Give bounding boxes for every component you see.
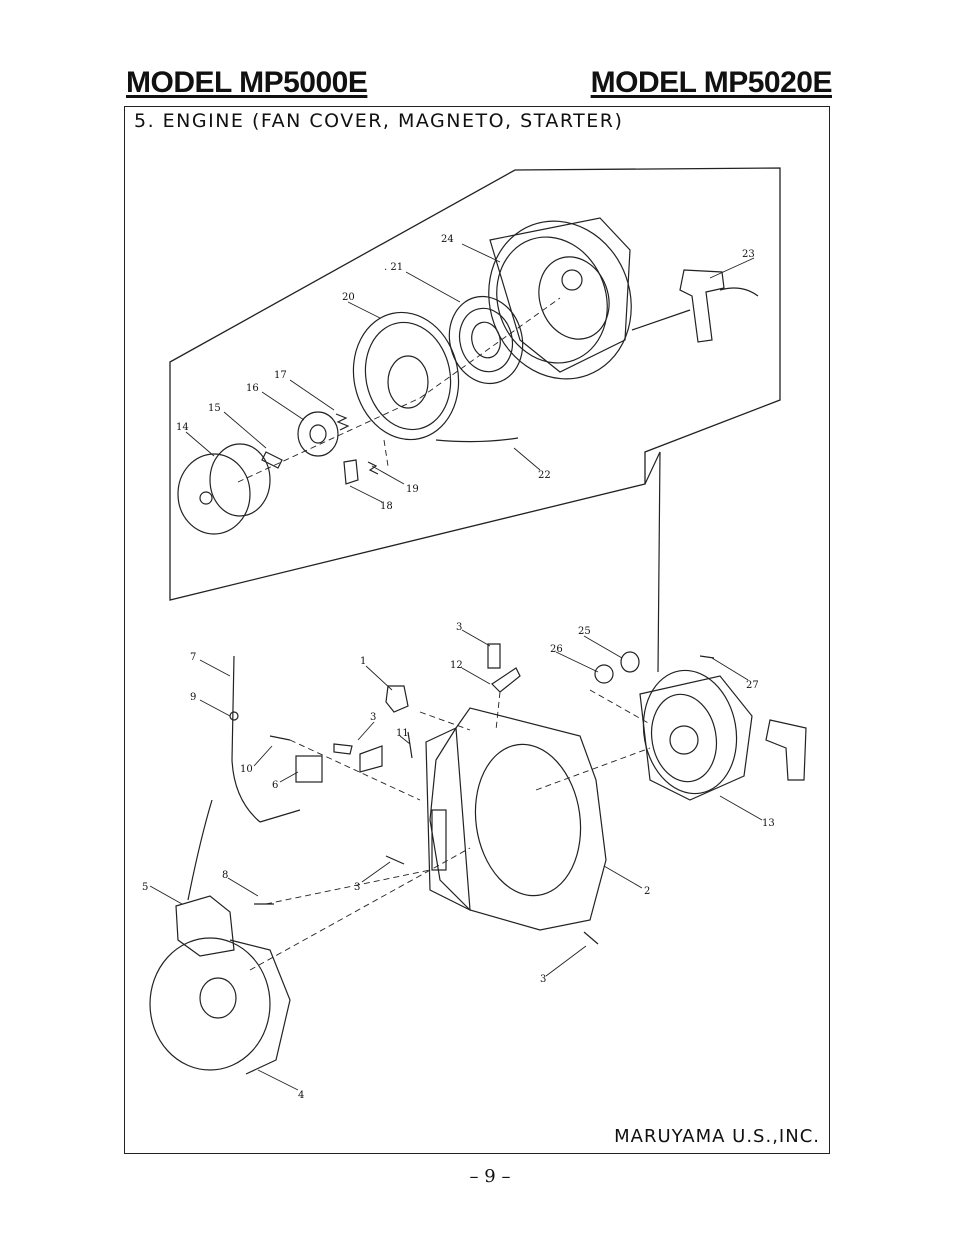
callout-16: 16 — [246, 383, 259, 394]
module-and-wires-6-7-9 — [229, 655, 323, 823]
callout-2: 2 — [644, 886, 650, 897]
callout-13: 13 — [762, 818, 775, 829]
section-title: 5. ENGINE (FAN COVER, MAGNETO, STARTER) — [134, 110, 624, 132]
callout-19: 19 — [406, 484, 419, 495]
bolts-and-washers — [254, 651, 715, 945]
model-title-left: MODEL MP5000E — [126, 66, 368, 99]
callout-20: 20 — [342, 292, 355, 303]
fan-cover-part-2 — [425, 707, 607, 931]
callout-5: 5 — [142, 882, 148, 893]
callout-8: 8 — [222, 870, 228, 881]
alignment-lines — [237, 297, 651, 971]
small-parts-15-17 — [261, 411, 350, 469]
callout-22: 22 — [538, 470, 551, 481]
callout-27: 27 — [746, 680, 759, 691]
callout-17: 17 — [274, 370, 287, 381]
callout-3-left: 3 — [354, 882, 360, 893]
callout-14: 14 — [176, 422, 189, 433]
callout-1: 1 — [360, 656, 366, 667]
diagram-frame — [124, 106, 830, 1154]
starter-handle-part-23 — [631, 269, 759, 343]
callout-18: 18 — [380, 501, 393, 512]
callout-3-top: 3 — [456, 622, 462, 633]
recoil-starter-part-13 — [639, 669, 807, 801]
inset-pointer — [644, 451, 661, 485]
page-number: – 9 – — [469, 1166, 511, 1187]
callout-3-bottom: 3 — [540, 974, 546, 985]
callout-10: 10 — [240, 764, 253, 775]
callout-23: 23 — [742, 249, 755, 260]
callout-25: 25 — [578, 626, 591, 637]
company-name: MARUYAMA U.S.,INC. — [614, 1126, 820, 1147]
flywheel-part-4 — [149, 937, 291, 1075]
starter-inset-panel — [169, 167, 781, 601]
callout-11: 11 — [396, 728, 409, 739]
starter-case-part-24 — [488, 217, 632, 380]
rope-part-22 — [435, 437, 519, 443]
reel-part-20 — [352, 311, 460, 441]
ratchet-part-18-19 — [343, 459, 379, 485]
switch-part-1 — [385, 643, 521, 759]
callout-9: 9 — [190, 692, 196, 703]
callout-4: 4 — [298, 1090, 304, 1101]
callout-6: 6 — [272, 780, 278, 791]
callout-24: 24 — [441, 234, 454, 245]
inset-pointer-tail — [657, 451, 661, 673]
callout-26: 26 — [550, 644, 563, 655]
leader-lines — [149, 243, 763, 1091]
callout-7: 7 — [190, 652, 196, 663]
recoil-spring-part-21 — [448, 295, 524, 385]
starter-pulley-part-14 — [177, 443, 271, 535]
callout-3-mid: 3 — [370, 712, 376, 723]
ignition-coil-part-5 — [175, 799, 235, 957]
callout-15: 15 — [208, 403, 221, 414]
callout-12: 12 — [450, 660, 463, 671]
callout-21: . 21 — [384, 262, 403, 273]
model-title-right: MODEL MP5020E — [590, 66, 833, 99]
